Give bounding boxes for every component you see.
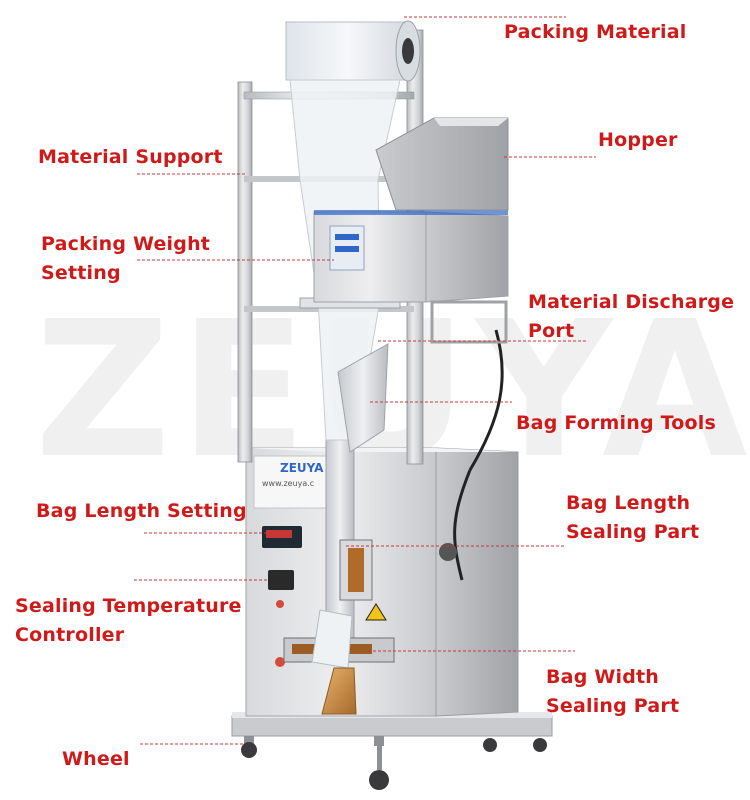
- label-line: Material Support: [38, 146, 223, 168]
- label-line: Sealing Part: [566, 521, 700, 543]
- label-bag-width-sealing-part: Bag Width Sealing Part: [546, 663, 679, 721]
- left-post: [237, 81, 253, 463]
- discharge-cone: [337, 343, 389, 453]
- label-bag-forming-tools: Bag Forming Tools: [516, 409, 716, 438]
- label-sealing-temperature-controller: Sealing Temperature Controller: [15, 592, 242, 650]
- film-roll: [285, 21, 411, 81]
- base-plate: [231, 715, 553, 737]
- label-line: Packing Material: [504, 21, 687, 43]
- label-line: Bag Forming Tools: [516, 412, 716, 434]
- label-packing-material: Packing Material: [504, 18, 687, 47]
- leader-lines: [134, 16, 596, 745]
- label-line: Setting: [41, 262, 121, 284]
- label-line: Bag Length Setting: [36, 500, 247, 522]
- label-line: Controller: [15, 624, 125, 646]
- label-line: Bag Width: [546, 666, 659, 688]
- temperature-controller: [268, 570, 294, 590]
- label-hopper: Hopper: [598, 126, 678, 155]
- label-packing-weight-setting: Packing Weight Setting: [41, 230, 210, 288]
- label-material-support: Material Support: [38, 143, 223, 172]
- lower-cabinet-side: [435, 447, 519, 717]
- label-line: Bag Length: [566, 492, 691, 514]
- label-bag-length-setting: Bag Length Setting: [36, 497, 247, 526]
- brand-label: ZEUYA: [280, 461, 324, 475]
- label-line: Material Discharge: [528, 291, 735, 313]
- control-panel: [253, 455, 335, 509]
- hopper: [375, 117, 509, 211]
- website-label: www.zeuya.c: [262, 479, 314, 488]
- label-line: Port: [528, 320, 575, 342]
- label-material-discharge-port: Material Discharge Port: [528, 288, 734, 346]
- label-line: Sealing Part: [546, 695, 680, 717]
- label-line: Hopper: [598, 129, 678, 151]
- warning-label: [365, 603, 387, 621]
- label-bag-length-sealing-part: Bag Length Sealing Part: [566, 489, 699, 547]
- label-line: Wheel: [62, 748, 130, 770]
- label-line: Sealing Temperature: [15, 595, 242, 617]
- wheel-icon: [241, 736, 547, 790]
- label-wheel: Wheel: [62, 745, 130, 774]
- discharge-chute: [321, 667, 357, 715]
- label-line: Packing Weight: [41, 233, 211, 255]
